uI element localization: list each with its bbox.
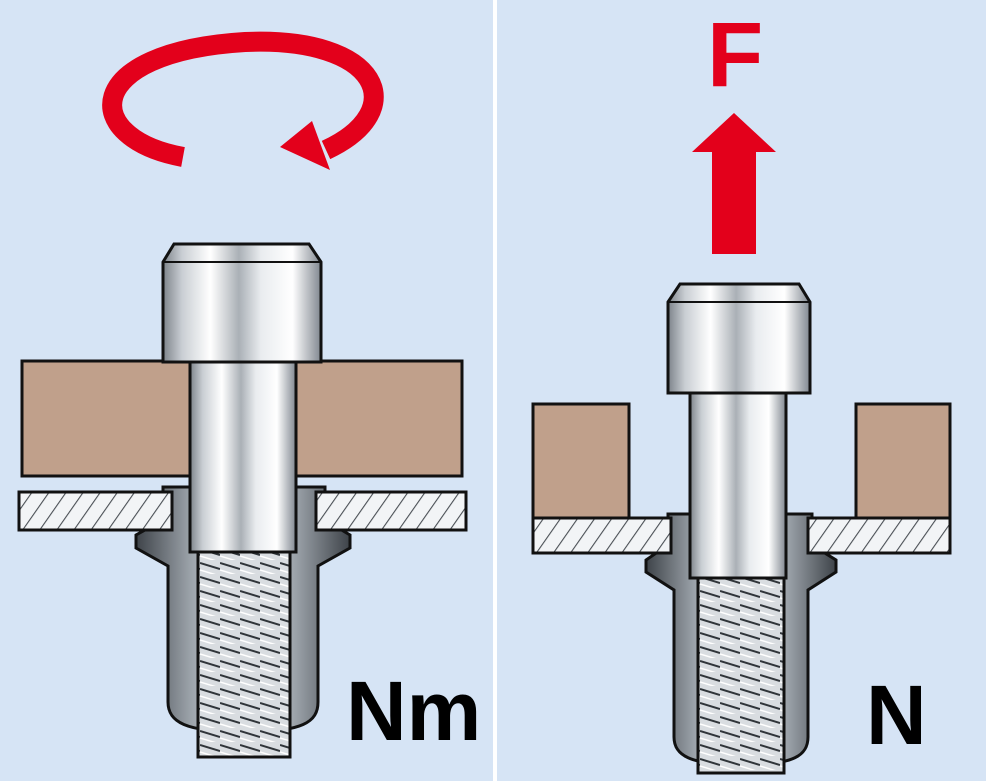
upward-force-arrow-icon [692,113,776,254]
thin-sheet-left-b [314,490,468,532]
thin-sheet-right-b [806,516,952,555]
support-block-left [531,402,631,520]
rotation-arrow-icon [102,31,384,170]
thin-sheet-left-a [17,490,174,532]
force-unit-label: N [866,668,927,762]
screw-thread-left [196,550,292,759]
right-pull-illustration [531,113,952,775]
force-label: F [707,4,763,106]
screw-thread-right [696,576,786,775]
torque-unit-label: Nm [346,664,481,758]
screw-shank-left [188,360,298,554]
screw-head-right [666,282,812,395]
thin-sheet-right-a [531,516,673,555]
support-block-right [854,402,952,520]
left-torque-illustration [17,31,468,759]
screw-shank-right [688,391,788,580]
panel-divider [493,0,497,781]
